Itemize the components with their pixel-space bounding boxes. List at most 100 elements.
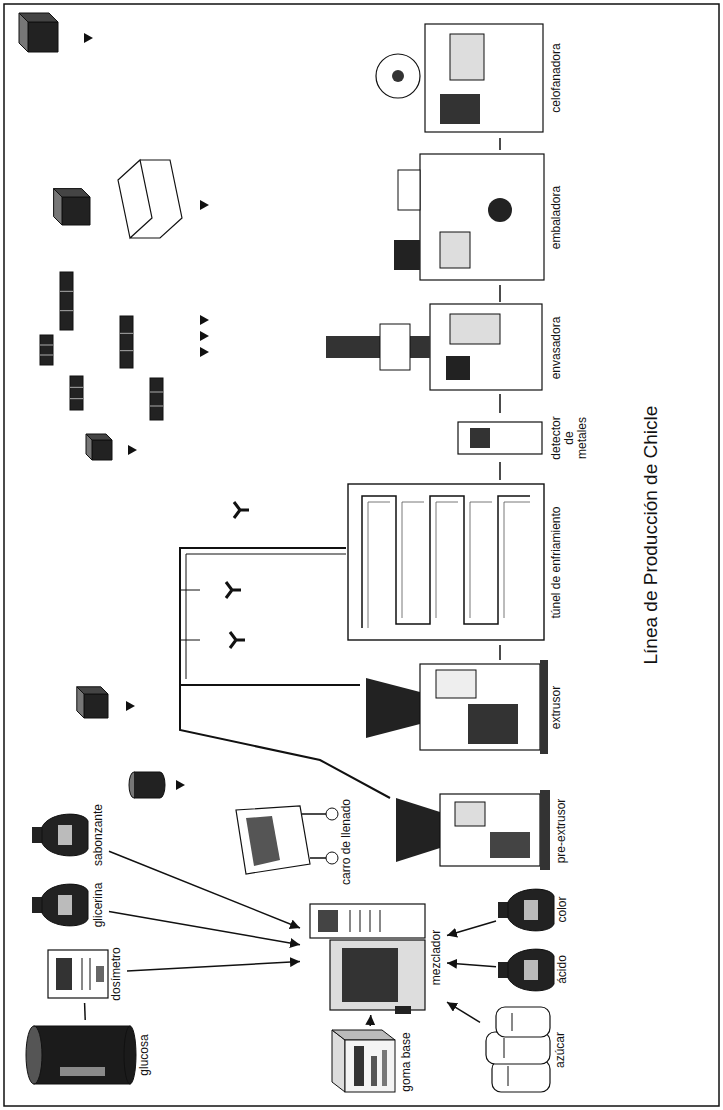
tunnel-body <box>348 484 544 640</box>
station-block: pre-extrusor <box>390 790 572 872</box>
pointer-triangle <box>84 33 93 43</box>
glycerin-jar-label-patch <box>58 895 72 915</box>
cart-bin <box>236 806 310 874</box>
station-block: mezclador <box>300 900 447 1015</box>
station-block: detector de metales <box>450 414 593 463</box>
flow-arrow <box>447 921 496 936</box>
gum-box-print <box>382 1050 387 1086</box>
flow-arrow <box>369 1015 371 1026</box>
pointer-triangle <box>200 200 209 210</box>
pre-extruder-hopper <box>396 798 440 862</box>
film-roll-core <box>392 70 404 82</box>
pointer-triangle <box>128 445 137 455</box>
station-block: envasadora <box>320 302 567 394</box>
station-block: color <box>496 887 573 932</box>
tunnel-serpentine <box>362 496 530 628</box>
pre-extruder-panel <box>455 802 485 826</box>
wrapper-panel <box>450 34 484 80</box>
packer-column <box>326 336 430 358</box>
extruder-base <box>540 660 548 754</box>
station-block: sabonzante <box>28 801 109 869</box>
pointer-triangle <box>200 331 209 341</box>
product-stick <box>70 376 83 410</box>
product-cube-side <box>86 434 112 440</box>
tank-highlight <box>60 1067 105 1076</box>
station-block: ácido <box>496 947 573 992</box>
station-label: mezclador <box>430 930 443 985</box>
color-jar-label-patch <box>524 900 538 920</box>
product-stick <box>120 316 133 368</box>
cart-wheel <box>326 808 338 820</box>
station-label: pre-extrusor <box>555 799 568 864</box>
glycerin-jar-neck <box>32 897 42 913</box>
station-block: goma base <box>320 1026 417 1098</box>
conveyor-link <box>180 685 390 798</box>
film-roll <box>376 54 420 98</box>
mixer-panel <box>318 910 338 932</box>
tunnel-serpentine-inner <box>368 502 530 628</box>
station-label: extrusor <box>550 686 563 729</box>
conveyor-link <box>499 462 501 480</box>
mixer-vents <box>350 910 380 932</box>
packer-panel <box>450 314 500 344</box>
diagram-title: Línea de Producción de Chicle <box>640 406 662 665</box>
conveyor-support <box>180 590 200 640</box>
product-cube <box>62 197 90 225</box>
station-label: dosímetro <box>110 947 123 1000</box>
station-label: túnel de enfriamiento <box>550 506 563 618</box>
cart-load <box>246 816 280 866</box>
station-block: celofanadora <box>370 18 567 138</box>
sugar-sack <box>492 1060 550 1092</box>
station-label: sabonzante <box>92 804 105 866</box>
station-block: glucosa <box>18 1020 155 1090</box>
sugar-sack <box>496 1007 550 1037</box>
tank-body <box>34 1026 130 1084</box>
gum-box-print <box>354 1046 364 1086</box>
flow-arrow <box>109 851 300 928</box>
packer-block <box>446 356 470 380</box>
soap-jar-body <box>42 814 88 856</box>
product-carton <box>118 160 182 238</box>
wrapper-block <box>440 94 480 124</box>
glycerin-jar-body <box>42 884 88 926</box>
conveyor-link <box>499 394 501 413</box>
pointer-triangle <box>200 347 209 357</box>
product-stick-joint <box>60 291 73 310</box>
color-jar-body <box>508 889 554 931</box>
extruder-hopper <box>366 678 420 738</box>
product-cube-side <box>19 13 58 22</box>
station-label: envasadora <box>550 317 563 380</box>
station-block: glicerina <box>28 880 109 931</box>
product-stick-joint <box>120 333 133 350</box>
color-jar-neck <box>498 902 508 918</box>
pointer-triangle <box>126 701 135 711</box>
cart-wheel <box>326 852 338 864</box>
dosimeter-body <box>48 950 108 998</box>
mixer-motor <box>395 1006 411 1014</box>
dosimeter-line <box>82 958 83 990</box>
pointer-triangle <box>176 780 185 790</box>
flow-arrow <box>447 1002 480 1022</box>
cutter-blade <box>234 502 249 518</box>
station-label: carro de llenado <box>340 799 353 885</box>
boxer-top-unit <box>398 170 420 210</box>
soap-jar-neck <box>32 827 42 843</box>
soap-jar-label-patch <box>58 825 72 845</box>
boxer-top-unit <box>394 240 420 270</box>
station-label: glucosa <box>138 1034 151 1075</box>
extruder-block <box>468 704 518 744</box>
acid-jar-label-patch <box>524 960 538 980</box>
boxer-panel <box>440 232 470 268</box>
pointer-triangle <box>200 315 209 325</box>
pre-extruder-body <box>440 794 540 866</box>
flow-arrow <box>84 1003 86 1020</box>
cart-legs <box>302 814 328 858</box>
station-block: dosímetro <box>40 945 127 1004</box>
sack-tie <box>504 1013 512 1086</box>
conveyor-belt <box>180 548 346 685</box>
station-label: goma base <box>400 1032 413 1091</box>
wrapper-body <box>425 24 543 132</box>
